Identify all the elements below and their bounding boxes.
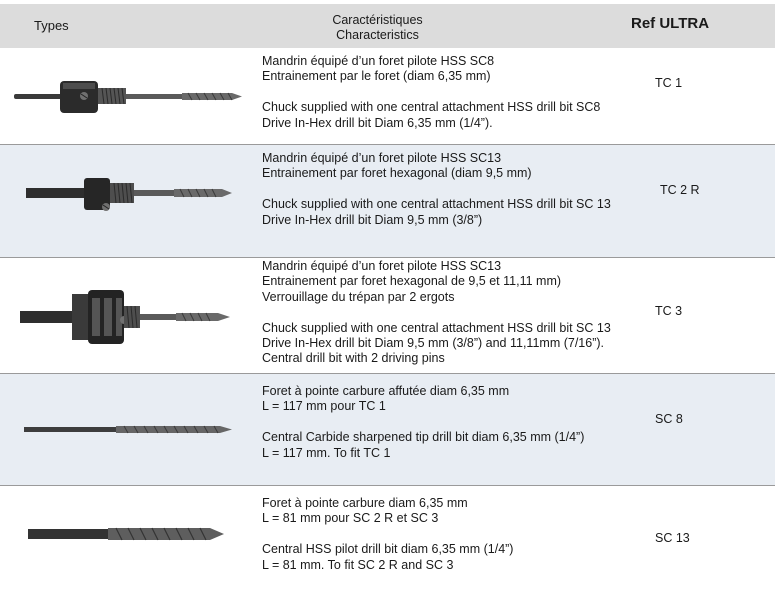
description-en-line: Chuck supplied with one central attachme… bbox=[262, 197, 611, 212]
table-header: Types Caractéristiques Characteristics R… bbox=[0, 4, 775, 48]
product-image-tc2r bbox=[0, 145, 252, 258]
header-characteristics-fr: Caractéristiques bbox=[332, 13, 423, 27]
description-fr-line: Entrainement par le foret (diam 6,35 mm) bbox=[262, 69, 491, 84]
product-image-tc1 bbox=[0, 48, 252, 145]
description-en-line: Drive In-Hex drill bit Diam 9,5 mm (3/8”… bbox=[262, 336, 604, 351]
row-description: Foret à pointe carbure diam 6,35 mm L = … bbox=[262, 496, 662, 573]
ref-code: TC 3 bbox=[655, 304, 683, 318]
product-image-sc8 bbox=[0, 374, 252, 486]
description-fr-line: L = 81 mm pour SC 2 R et SC 3 bbox=[262, 511, 439, 526]
table-row: Mandrin équipé d’un foret pilote HSS SC8… bbox=[0, 48, 775, 145]
ref-code: TC 2 R bbox=[660, 183, 700, 197]
description-fr-line: L = 117 mm pour TC 1 bbox=[262, 399, 386, 414]
description-fr-line: Foret à pointe carbure affutée diam 6,35… bbox=[262, 384, 510, 398]
chuck-tc3-illustration bbox=[20, 290, 230, 344]
description-fr-line: Entrainement par foret hexagonal (diam 9… bbox=[262, 166, 532, 181]
description-fr-line: Mandrin équipé d’un foret pilote HSS SC8 bbox=[262, 54, 495, 68]
product-image-tc3 bbox=[0, 258, 252, 374]
product-image-sc13 bbox=[0, 486, 252, 596]
description-fr-line: Mandrin équipé d’un foret pilote HSS SC1… bbox=[262, 151, 502, 165]
description-en-line: Chuck supplied with one central attachme… bbox=[262, 100, 601, 115]
description-en-line: Central drill bit with 2 driving pins bbox=[262, 351, 445, 366]
table-row: Mandrin équipé d’un foret pilote HSS SC1… bbox=[0, 258, 775, 374]
drill-bit-sc8-illustration bbox=[24, 425, 232, 434]
description-fr-line: Entrainement par foret hexagonal de 9,5 … bbox=[262, 274, 562, 289]
row-description: Foret à pointe carbure affutée diam 6,35… bbox=[262, 384, 662, 461]
row-description: Mandrin équipé d’un foret pilote HSS SC1… bbox=[262, 151, 662, 228]
header-ref-ultra: Ref ULTRA bbox=[631, 15, 710, 32]
table-row: Foret à pointe carbure affutée diam 6,35… bbox=[0, 374, 775, 486]
header-types: Types bbox=[34, 18, 69, 33]
header-characteristics-en: Characteristics bbox=[336, 28, 419, 42]
description-en-line: Central Carbide sharpened tip drill bit … bbox=[262, 430, 585, 445]
ref-code: SC 13 bbox=[655, 531, 690, 545]
description-fr-line: Verrouillage du trépan par 2 ergots bbox=[262, 289, 455, 304]
row-description: Mandrin équipé d’un foret pilote HSS SC1… bbox=[262, 259, 662, 367]
chuck-tc2r-illustration bbox=[26, 178, 232, 211]
description-en-line: L = 81 mm. To fit SC 2 R and SC 3 bbox=[262, 557, 454, 572]
row-description: Mandrin équipé d’un foret pilote HSS SC8… bbox=[262, 54, 662, 131]
description-en-line: Drive In-Hex drill bit Diam 9,5 mm (3/8”… bbox=[262, 212, 483, 227]
description-en-line: Drive In-Hex drill bit Diam 6,35 mm (1/4… bbox=[262, 115, 493, 130]
description-en-line: Chuck supplied with one central attachme… bbox=[262, 320, 611, 335]
description-en-line: L = 117 mm. To fit TC 1 bbox=[262, 445, 391, 460]
description-fr-line: Mandrin équipé d’un foret pilote HSS SC1… bbox=[262, 259, 502, 273]
description-fr-line: Foret à pointe carbure diam 6,35 mm bbox=[262, 496, 468, 510]
description-en-line: Central HSS pilot drill bit diam 6,35 mm… bbox=[262, 542, 514, 557]
table-row: Mandrin équipé d’un foret pilote HSS SC1… bbox=[0, 145, 775, 258]
ref-code: SC 8 bbox=[655, 412, 683, 426]
chuck-tc1-illustration bbox=[14, 81, 242, 113]
ref-code: TC 1 bbox=[655, 76, 683, 90]
header-characteristics: Caractéristiques Characteristics bbox=[300, 13, 455, 43]
drill-bit-sc13-illustration bbox=[28, 527, 224, 541]
table-row: Foret à pointe carbure diam 6,35 mm L = … bbox=[0, 486, 775, 596]
